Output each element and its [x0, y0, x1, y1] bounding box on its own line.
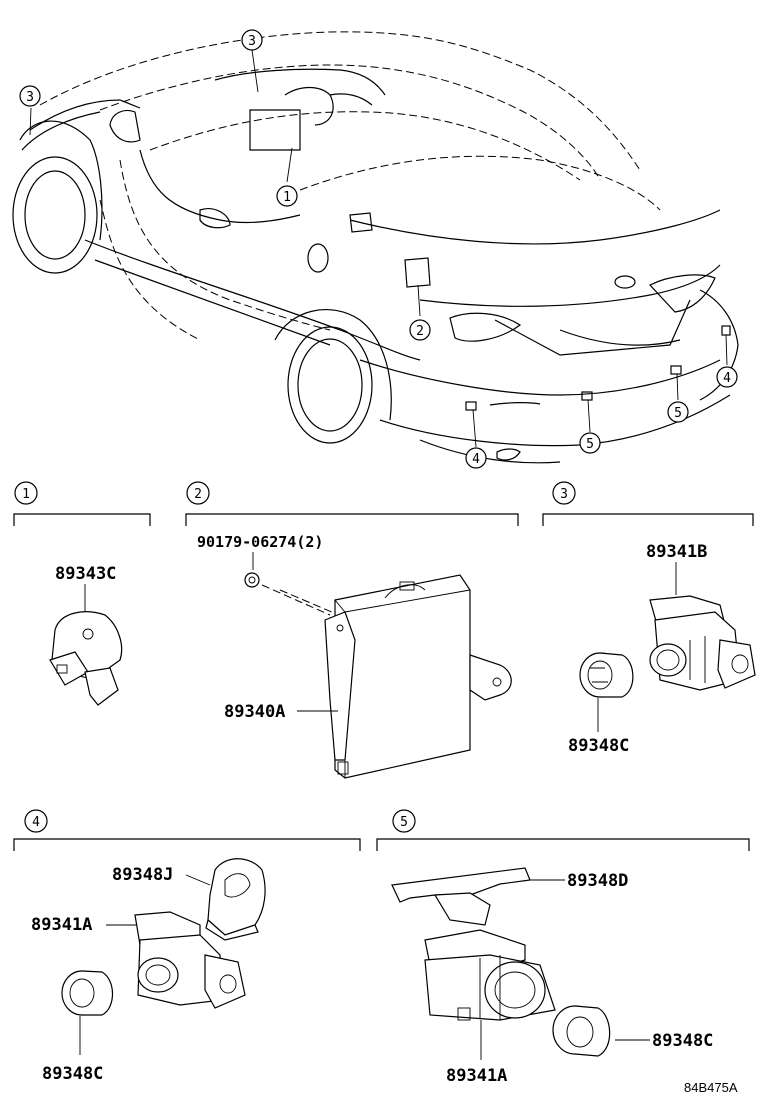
- svg-text:4: 4: [723, 371, 731, 386]
- section-1: 1 89343C: [13, 481, 151, 706]
- part-89340A-drawing: [324, 574, 512, 779]
- section-4: 4 89348J 89341A 89348C: [13, 809, 361, 1084]
- section-2-callout: 2: [186, 481, 210, 505]
- section-3-callout: 3: [552, 481, 576, 505]
- part-label-89343C: 89343C: [55, 564, 116, 584]
- part-label-89341A-sec5: 89341A: [446, 1066, 507, 1086]
- callout-3-left: 3: [19, 85, 41, 107]
- section-2: 2 90179-06274(2) 89340A: [185, 481, 519, 779]
- part-89348C-sec4-drawing: [61, 970, 114, 1016]
- svg-text:4: 4: [32, 815, 40, 830]
- vehicle-overview: 3 3 1 2 4 5 5 4: [12, 29, 739, 469]
- callout-4-car-right: 4: [716, 366, 738, 388]
- callout-5-car-center: 5: [579, 432, 601, 454]
- part-label-89348D: 89348D: [567, 871, 628, 891]
- part-label-89341A-sec4: 89341A: [31, 915, 92, 935]
- part-label-89348C-sec3: 89348C: [568, 736, 629, 756]
- part-label-89348J: 89348J: [112, 865, 173, 885]
- svg-text:3: 3: [26, 90, 34, 105]
- svg-text:3: 3: [248, 34, 256, 49]
- part-label-90179-06274: 90179-06274(2): [197, 533, 323, 551]
- svg-text:4: 4: [472, 452, 480, 467]
- part-89341A-sec4-drawing: [134, 911, 246, 1009]
- svg-text:1: 1: [283, 190, 291, 205]
- section-5: 5 89348D 89341A 89348C: [376, 809, 750, 1086]
- section-3: 3 89341B 89348C: [542, 481, 756, 756]
- svg-text:5: 5: [400, 815, 408, 830]
- svg-text:3: 3: [560, 487, 568, 502]
- svg-text:5: 5: [674, 406, 682, 421]
- part-89348J-drawing: [205, 858, 266, 941]
- svg-text:2: 2: [416, 324, 424, 339]
- part-89348C-sec3-drawing: [579, 652, 634, 698]
- section-5-callout: 5: [392, 809, 416, 833]
- callout-4-car-left: 4: [465, 447, 487, 469]
- part-89343C-drawing: [49, 611, 123, 706]
- part-label-89348C-sec5: 89348C: [652, 1031, 713, 1051]
- part-label-89340A: 89340A: [224, 702, 285, 722]
- section-1-callout: 1: [14, 481, 38, 505]
- part-label-89348C-sec4: 89348C: [42, 1064, 103, 1084]
- section-4-callout: 4: [24, 809, 48, 833]
- svg-text:1: 1: [22, 487, 30, 502]
- callout-3-top: 3: [241, 29, 263, 51]
- drawing-code: 84B475A: [684, 1080, 738, 1095]
- part-label-89341B: 89341B: [646, 542, 707, 562]
- callout-1-car: 1: [276, 185, 298, 207]
- part-89341B-drawing: [649, 595, 756, 691]
- part-89348C-sec5-drawing: [552, 1005, 611, 1057]
- part-89348D-drawing: [391, 867, 531, 926]
- callout-5-car-right: 5: [667, 401, 689, 423]
- callout-2-car: 2: [409, 319, 431, 341]
- part-89341A-sec5-drawing: [424, 929, 556, 1021]
- svg-text:2: 2: [194, 487, 202, 502]
- svg-text:5: 5: [586, 437, 594, 452]
- nut-drawing: [244, 572, 260, 588]
